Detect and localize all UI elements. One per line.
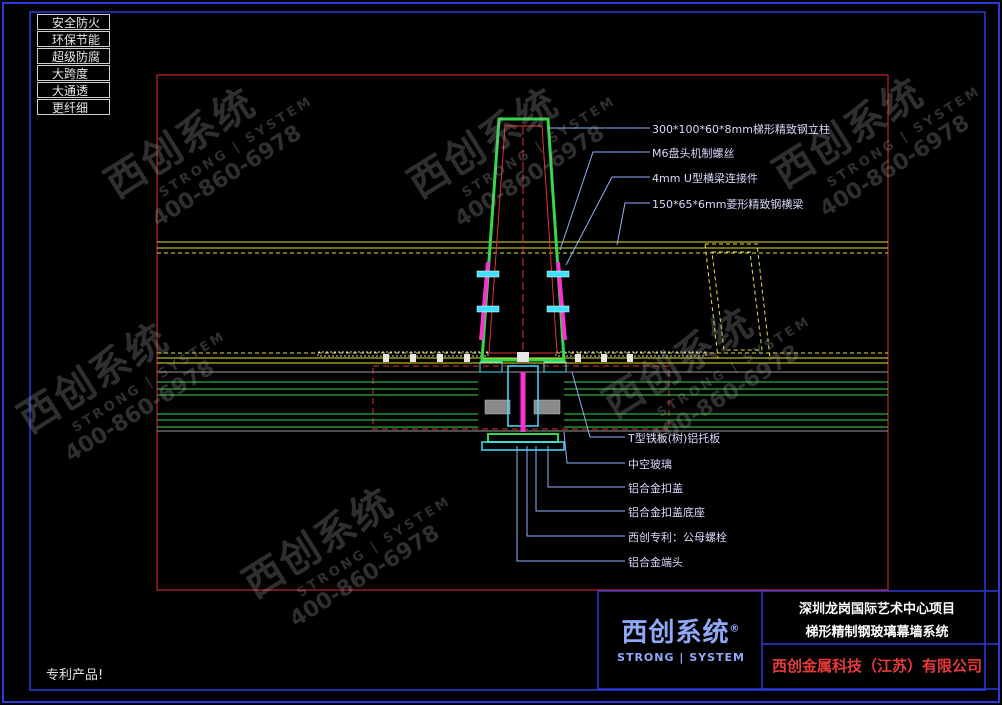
system-title: 梯形精制钢玻璃幕墙系统: [805, 625, 949, 640]
label-screw: M6盘头机制螺丝: [652, 147, 735, 160]
glass-panels: [157, 381, 888, 428]
title-block-frame: [597, 590, 1000, 690]
feature-tag: 更纤细: [37, 99, 110, 115]
ledge-fasteners: [317, 351, 707, 362]
feature-tag: 环保节能: [37, 31, 110, 47]
label-steel-column: 300*100*60*8mm梯形精致钢立柱: [652, 123, 830, 136]
label-end-cap: 铝合金端头: [628, 556, 683, 569]
feature-tag: 超级防腐: [37, 48, 110, 64]
label-u-connector: 4mm U型横梁连接件: [652, 172, 758, 185]
label-beam: 150*65*6mm菱形精致钢横梁: [652, 198, 804, 211]
project-title: 深圳龙岗国际艺术中心项目: [798, 602, 955, 617]
steel-column: [476, 117, 570, 362]
feature-tag: 大跨度: [37, 65, 110, 81]
feature-tag: 安全防火: [37, 14, 110, 30]
label-cap-base: 铝合金扣盖底座: [628, 506, 705, 519]
joint-assembly: [479, 352, 567, 451]
patent-note: 专利产品!: [46, 668, 104, 683]
company-name: 西创金属科技（江苏）有限公司: [771, 657, 982, 675]
inner-frame: [29, 11, 986, 691]
feature-tag-list: 安全防火 环保节能 超级防腐 大跨度 大通透 更纤细: [37, 14, 110, 116]
label-cover-cap: 铝合金扣盖: [628, 482, 683, 495]
label-insulated-glass: 中空玻璃: [628, 458, 672, 471]
logo-cn: 西创系统: [621, 618, 730, 648]
beam-section: [704, 243, 771, 359]
label-patent-bolt: 西创专利：公母螺栓: [628, 531, 727, 544]
brand-logo: 西创系统® STRONG | SYSTEM: [606, 612, 756, 664]
gaskets: [484, 399, 561, 415]
feature-tag: 大通透: [37, 82, 110, 98]
leader-lines: [516, 127, 650, 562]
label-t-plate: T型铁板(树)铝托板: [628, 432, 721, 445]
logo-en: STRONG | SYSTEM: [617, 651, 745, 664]
registered-mark: ®: [729, 623, 741, 635]
boundary-rect: [156, 74, 889, 591]
